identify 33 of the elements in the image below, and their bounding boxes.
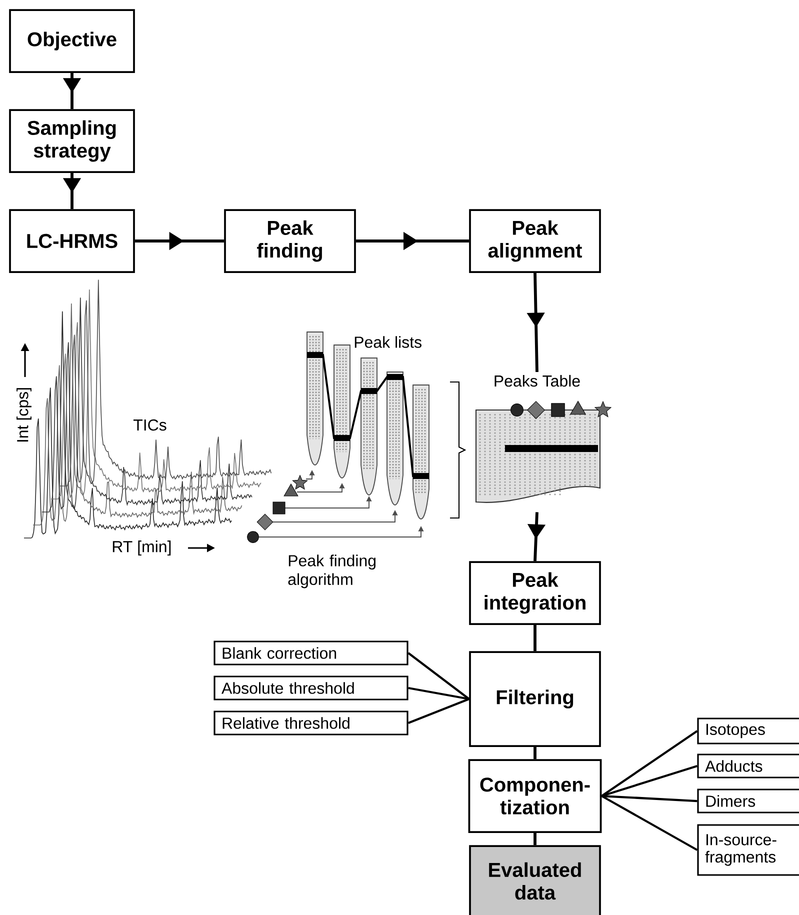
process-box: Peak integration	[469, 561, 601, 625]
process-box: Peak finding	[224, 209, 356, 273]
option-box: In-source- fragments	[697, 824, 799, 876]
axis-label: RT [min]	[112, 540, 171, 556]
plot-label: Peak lists	[354, 336, 422, 348]
connector	[408, 686, 470, 700]
option-box: Isotopes	[697, 718, 799, 744]
connector	[534, 832, 536, 846]
process-box: LC-HRMS	[9, 209, 135, 273]
connector	[534, 624, 536, 652]
process-box: Peak alignment	[469, 209, 601, 273]
node-label: Peaks Table	[494, 374, 580, 387]
option-box: Adducts	[697, 754, 799, 778]
peaks-table-drawing: Peaks Table	[475, 374, 612, 503]
option-box: Absolute threshold	[214, 676, 408, 700]
option-box: Blank correction	[214, 640, 408, 666]
process-box: Componen- tization	[468, 759, 602, 833]
connector	[534, 746, 536, 760]
connector	[601, 795, 698, 851]
option-box: Dimers	[697, 788, 799, 814]
axis-label: Int [cps]	[16, 388, 32, 442]
connector	[601, 730, 698, 797]
process-box: Objective	[9, 9, 135, 73]
connector	[601, 764, 698, 798]
connector	[408, 652, 470, 700]
result-box: Evaluated data	[469, 845, 601, 915]
process-box: Sampling strategy	[9, 109, 135, 173]
plot-label: Peak finding algorithm	[288, 554, 376, 588]
connector	[602, 794, 698, 802]
process-box: Filtering	[469, 651, 601, 747]
option-box: Relative threshold	[214, 710, 408, 736]
plot-label: TICs	[133, 419, 166, 431]
connector	[408, 698, 470, 724]
